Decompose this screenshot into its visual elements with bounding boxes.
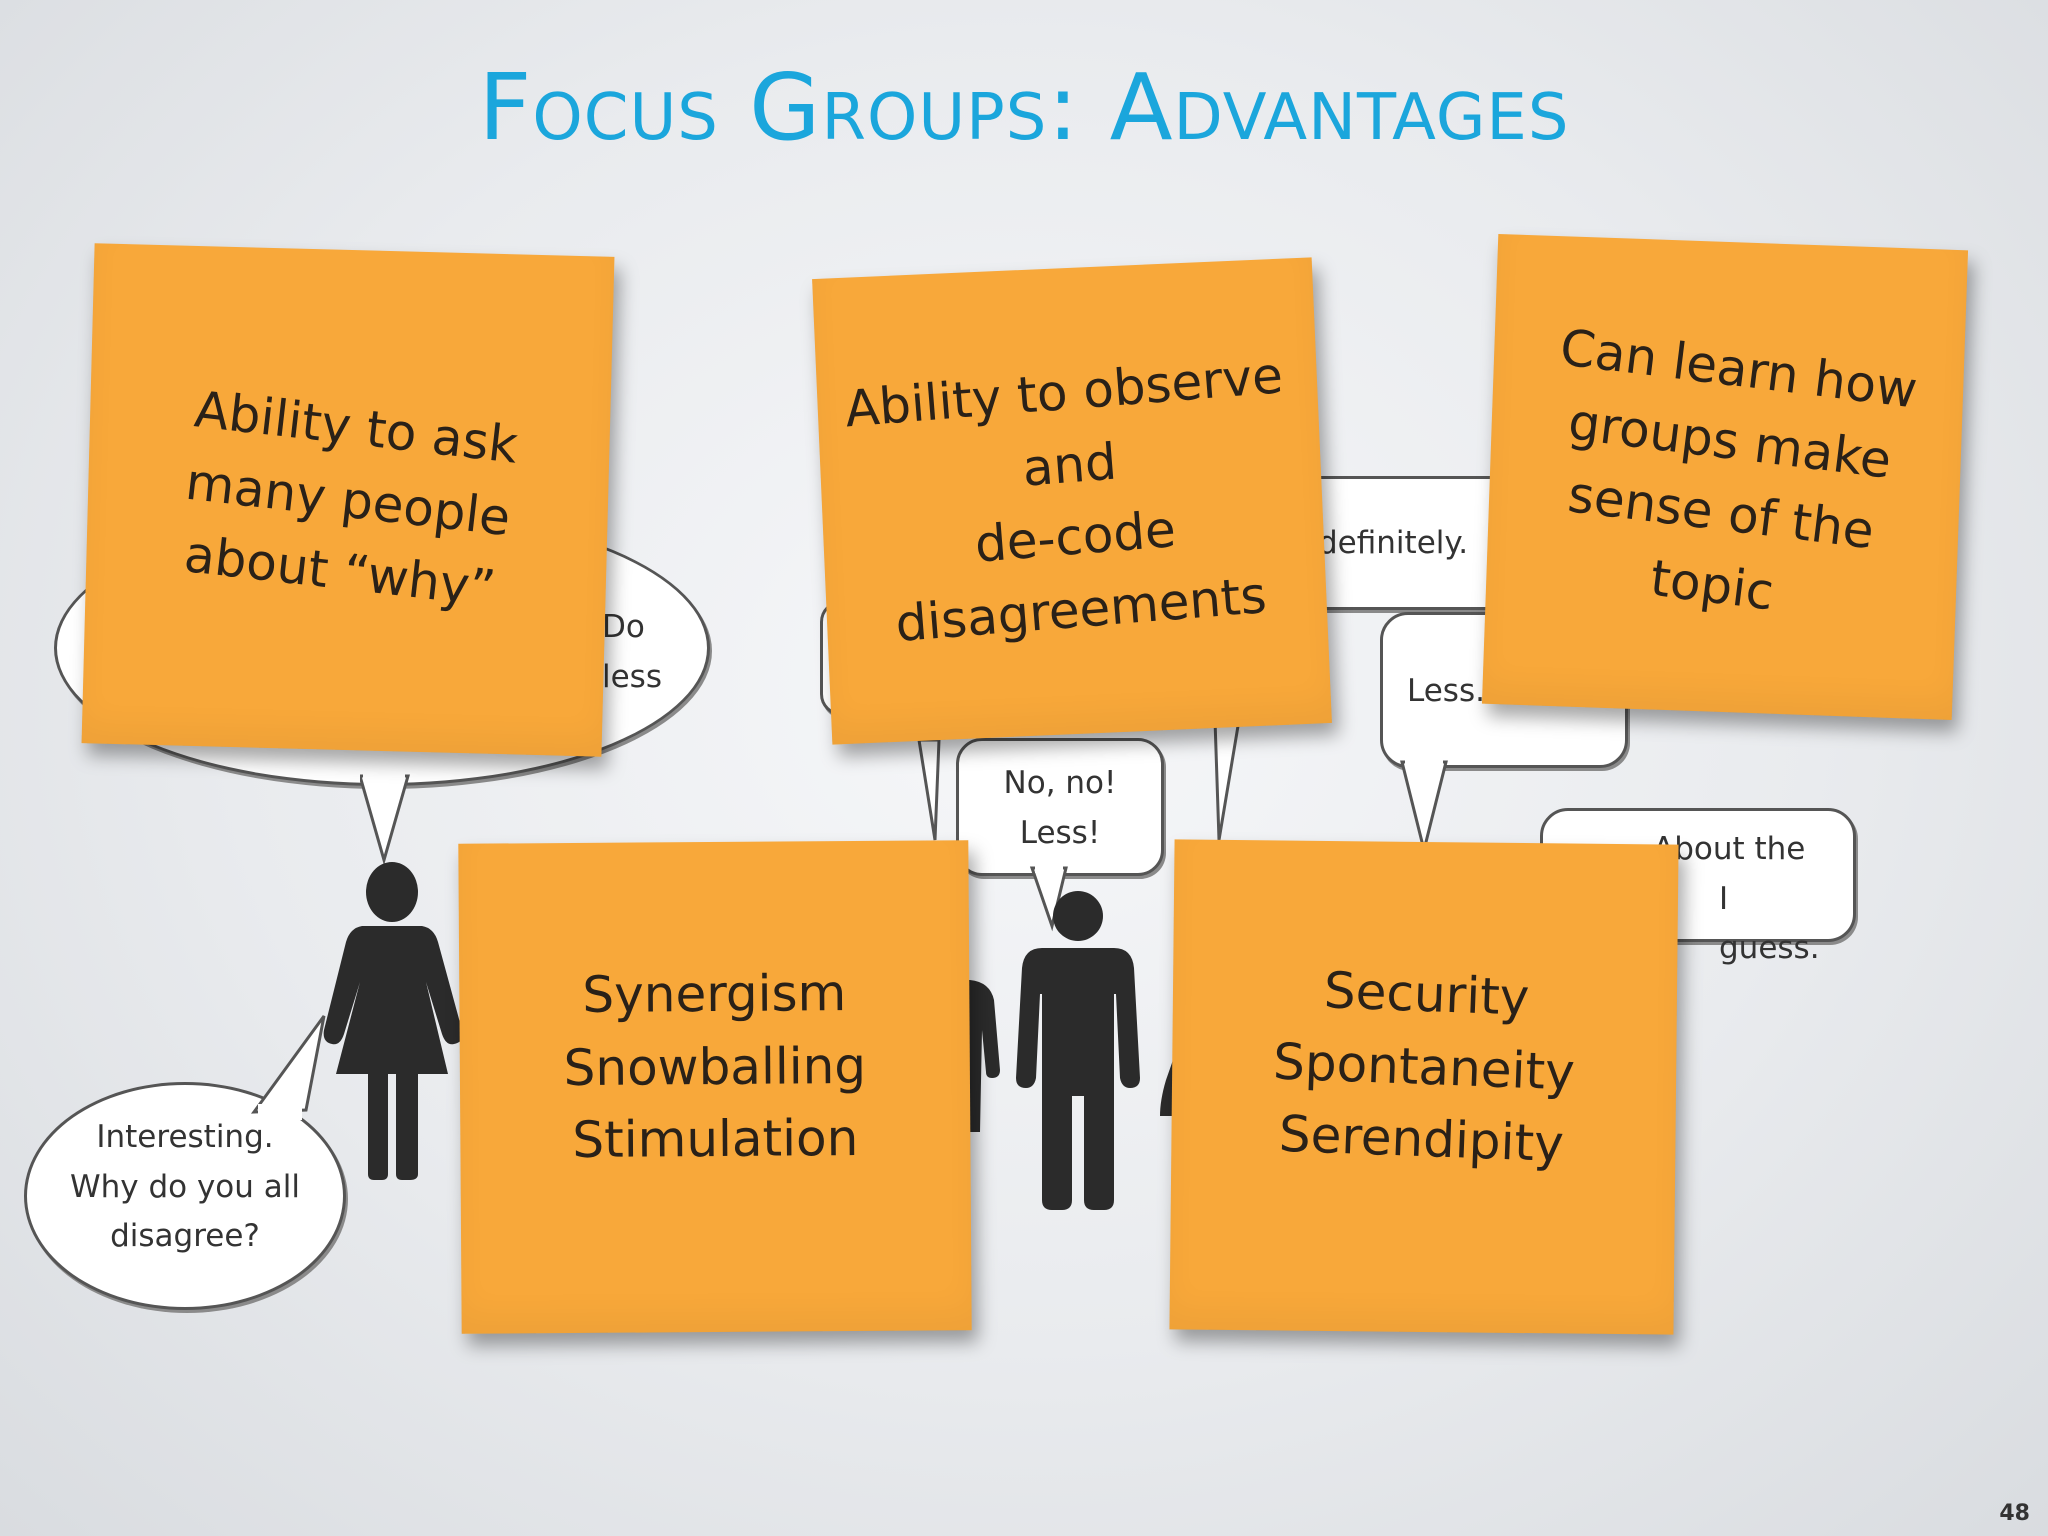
man-icon: [1016, 891, 1140, 1210]
bubble-text-line: less: [602, 658, 662, 695]
note-text-line: Snowballing: [563, 1036, 867, 1097]
bubble-text-line: Interesting.: [96, 1119, 274, 1155]
bubble-text-line: Do: [602, 609, 645, 645]
bubble-text-line: I guess.: [1719, 880, 1820, 967]
speech-bubble-tail: [1400, 758, 1448, 851]
bubble-text-line: Less!: [1019, 814, 1101, 851]
speech-bubble-no-no: No, no! Less!: [956, 738, 1164, 876]
bubble-text-line: Why do you all: [69, 1168, 301, 1205]
speech-bubble-tail: [1213, 720, 1241, 841]
note-text-line: Synergism: [582, 964, 847, 1025]
sticky-note-ask-why: Ability to ask many people about “why”: [81, 243, 615, 757]
note-text-line: Security: [1323, 961, 1531, 1028]
bubble-text-line: No, no!: [1003, 765, 1117, 801]
speech-bubble-tail: [1029, 866, 1068, 932]
slide-title: Focus Groups: Advantages: [478, 54, 1570, 161]
sticky-note-observe: Ability to observe and de-code disagreem…: [812, 257, 1332, 745]
speech-bubble-tail: [360, 770, 410, 866]
note-text-line: Serendipity: [1278, 1105, 1565, 1174]
bubble-text: definitely.: [1318, 525, 1469, 561]
bubble-text-line: disagree?: [110, 1218, 260, 1255]
sticky-note-synergism: Synergism Snowballing Stimulation: [458, 840, 972, 1334]
note-text-line: Spontaneity: [1272, 1032, 1576, 1102]
note-text-line: Stimulation: [572, 1109, 859, 1170]
sticky-note-security: Security Spontaneity Serendipity: [1169, 839, 1679, 1335]
woman-icon: [323, 862, 463, 1180]
speech-bubble-interesting: Interesting. Why do you all disagree?: [24, 1082, 346, 1310]
speech-bubble-tail: [917, 740, 941, 841]
page-number: 48: [1999, 1501, 2030, 1526]
sticky-note-learn: Can learn how groups make sense of the t…: [1481, 233, 1969, 721]
speech-bubble-tail: [250, 1015, 326, 1120]
